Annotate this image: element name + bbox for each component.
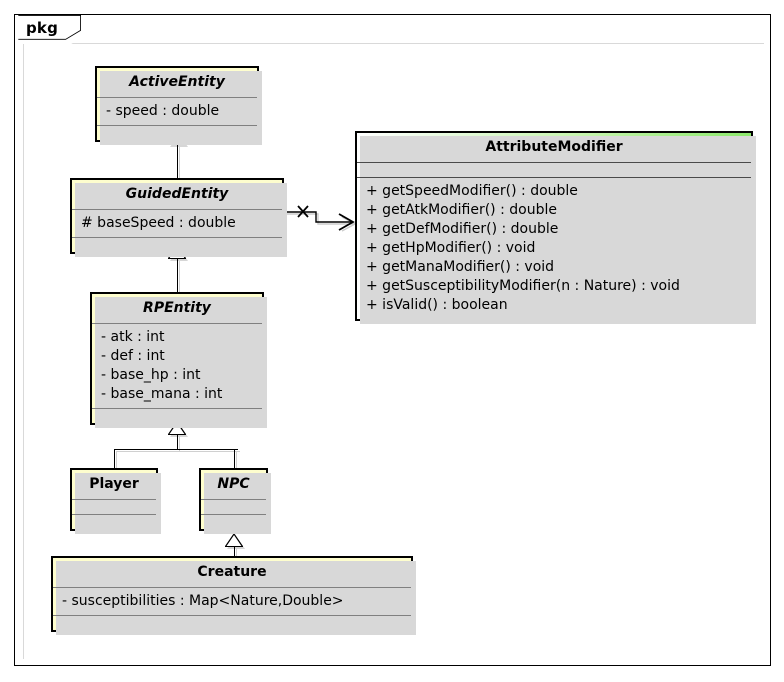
attributes-compartment-npc (201, 500, 266, 515)
class-box-attribute-modifier[interactable]: AttributeModifier + getSpeedModifier() :… (355, 131, 756, 324)
class-box-player[interactable]: Player (70, 468, 161, 534)
cross-mark-icon (297, 205, 309, 218)
edge-shadow (179, 261, 180, 294)
package-tab-outline (18, 15, 81, 40)
attribute-row: - base_hp : int (101, 367, 201, 383)
class-title-guided-entity: GuidedEntity (72, 180, 282, 210)
class-box-guided-entity[interactable]: GuidedEntity # baseSpeed : double (70, 178, 287, 257)
association-line-guided-to-attribute-modifier (280, 205, 357, 232)
methods-compartment-creature (53, 616, 411, 630)
edge-shadow (236, 549, 237, 560)
generalization-arrowhead-npc (225, 534, 243, 547)
attributes-compartment-active-entity: - speed : double (97, 98, 257, 126)
package-frame (14, 14, 771, 666)
method-row: + getAtkModifier() : double (366, 202, 557, 218)
edge-shadow (116, 451, 240, 452)
attribute-row: - def : int (101, 348, 165, 364)
class-title-npc: NPC (201, 470, 266, 500)
attributes-compartment-rp-entity: - atk : int - def : int - base_hp : int … (92, 324, 262, 409)
class-title-player: Player (72, 470, 156, 500)
method-row: + getSusceptibilityModifier(n : Nature) … (366, 278, 680, 294)
methods-compartment-npc (201, 515, 266, 529)
generalization-bus-rp-entity (114, 449, 238, 450)
methods-compartment-guided-entity (72, 238, 282, 252)
method-row: + getManaModifier() : void (366, 259, 555, 275)
generalization-line-npc-to-rp (234, 449, 235, 468)
attributes-compartment-creature: - susceptibilities : Map<Nature,Double> (53, 588, 411, 616)
attribute-row: - atk : int (101, 329, 165, 345)
edge-shadow (179, 437, 180, 451)
attributes-compartment-guided-entity: # baseSpeed : double (72, 210, 282, 238)
generalization-stem-rp-entity (177, 435, 178, 449)
edge-shadow (179, 147, 180, 180)
method-row: + isValid() : boolean (366, 297, 508, 313)
method-row: + getDefModifier() : double (366, 221, 559, 237)
package-label: pkg (26, 19, 59, 37)
class-title-rp-entity: RPEntity (92, 294, 262, 324)
package-tab (14, 14, 89, 44)
attributes-compartment-player (72, 500, 156, 515)
methods-compartment-attribute-modifier: + getSpeedModifier() : double + getAtkMo… (357, 178, 751, 319)
methods-compartment-active-entity (97, 126, 257, 140)
generalization-line-rp-to-guided (177, 259, 178, 292)
class-title-active-entity: ActiveEntity (97, 68, 257, 98)
class-box-active-entity[interactable]: ActiveEntity - speed : double (95, 66, 262, 145)
method-row: + getHpModifier() : void (366, 240, 536, 256)
edge-shadow (116, 451, 117, 470)
attribute-row: - base_mana : int (101, 386, 223, 402)
methods-compartment-rp-entity (92, 409, 262, 423)
class-box-rp-entity[interactable]: RPEntity - atk : int - def : int - base_… (90, 292, 267, 428)
method-row: + getSpeedModifier() : double (366, 183, 578, 199)
attributes-compartment-attribute-modifier (357, 163, 751, 178)
class-box-npc[interactable]: NPC (199, 468, 271, 534)
generalization-line-player-to-rp (114, 449, 115, 468)
methods-compartment-player (72, 515, 156, 529)
attribute-row: - speed : double (106, 103, 220, 119)
class-title-creature: Creature (53, 558, 411, 588)
class-box-creature[interactable]: Creature - susceptibilities : Map<Nature… (51, 556, 416, 635)
generalization-arrowhead-outline (168, 422, 186, 435)
class-title-attribute-modifier: AttributeModifier (357, 133, 751, 163)
attribute-row: - susceptibilities : Map<Nature,Double> (62, 593, 344, 609)
generalization-line-creature-to-npc (234, 547, 235, 558)
generalization-line-guided-to-active (177, 145, 178, 178)
generalization-arrowhead-outline (225, 534, 243, 547)
attribute-row: # baseSpeed : double (81, 215, 236, 231)
edge-shadow (236, 451, 237, 470)
